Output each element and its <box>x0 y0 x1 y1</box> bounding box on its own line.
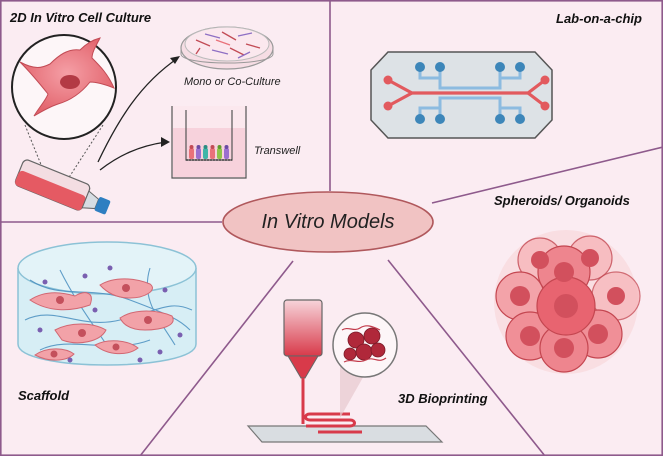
chip-panel-title: Lab-on-a-chip <box>556 11 642 26</box>
scaffold-panel-title: Scaffold <box>18 388 70 403</box>
cell-nucleus-icon <box>60 75 80 89</box>
zoom-line-right-icon <box>65 124 104 183</box>
arrowhead-dish-icon <box>170 56 180 64</box>
spheroids-panel-title: Spheroids/ Organoids <box>494 193 630 208</box>
printed-construct-icon <box>304 412 362 434</box>
bioprinting-illustration <box>246 299 444 443</box>
mono-culture-label: Mono or Co-Culture <box>184 76 281 88</box>
culture-illustration <box>11 26 274 215</box>
center-ellipse <box>222 191 434 253</box>
bioprinting-panel-title: 3D Bioprinting <box>398 391 488 406</box>
chip-ports-icon <box>383 62 550 124</box>
culture-flask-icon <box>14 159 111 215</box>
divider-bottom-right-diagonal <box>387 259 546 456</box>
zoom-line-left-icon <box>24 124 45 173</box>
nozzle-icon <box>287 355 319 379</box>
divider-bottom-left-diagonal <box>139 260 294 456</box>
chip-slide-icon <box>370 51 553 139</box>
spheroid-illustration <box>494 230 641 374</box>
transwell-label: Transwell <box>254 145 301 157</box>
chip-illustration <box>370 51 553 139</box>
scaffold-block-icon <box>17 268 197 366</box>
arrow-to-transwell-icon <box>99 141 167 171</box>
transwell-insert-icon <box>171 106 247 179</box>
printhead-icon <box>283 299 323 357</box>
print-bed-icon <box>246 425 444 443</box>
center-title: In Vitro Models <box>261 210 395 233</box>
petri-dish-icon <box>180 26 274 70</box>
divider-right-diagonal <box>431 146 663 204</box>
culture-panel-title: 2D In Vitro Cell Culture <box>10 10 152 25</box>
scaffold-illustration <box>17 241 197 366</box>
arrowhead-transwell-icon <box>161 137 170 147</box>
arrow-to-dish-icon <box>97 57 179 163</box>
